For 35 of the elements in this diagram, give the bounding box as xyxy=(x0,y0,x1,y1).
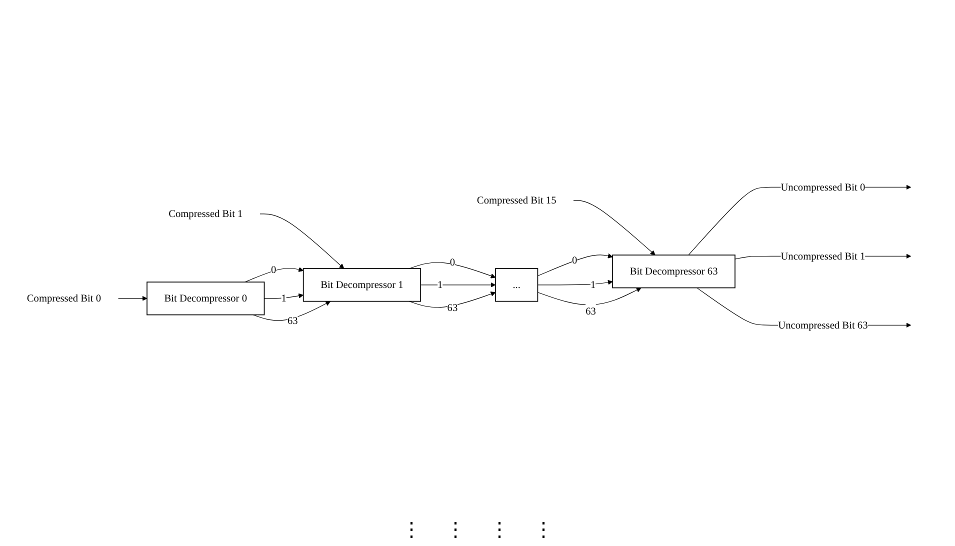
node-text: Compressed Bit 0 xyxy=(26,292,102,304)
arrow xyxy=(409,282,496,308)
node-box: Bit Decompressor 1 xyxy=(302,268,422,302)
edge-label: Uncompressed Bit 0 xyxy=(780,181,866,193)
edge-label: Uncompressed Bit 1 xyxy=(780,250,866,262)
node-text: Compressed Bit 15 xyxy=(476,194,556,206)
edge-label: 0 xyxy=(271,264,276,276)
node-text: Compressed Bit 1 xyxy=(168,208,243,220)
edge-label: 1 xyxy=(281,292,286,304)
arrow xyxy=(244,267,304,283)
arrow xyxy=(573,200,656,256)
arrow xyxy=(252,294,331,322)
arrow xyxy=(537,280,613,286)
arrow xyxy=(264,294,304,300)
arrow xyxy=(409,262,496,279)
edge-label: 1 xyxy=(590,279,596,291)
arrow xyxy=(118,296,148,302)
arrow xyxy=(537,254,613,276)
edge-label: 0 xyxy=(450,256,456,268)
ellipsis-label: ⋮ xyxy=(446,518,466,542)
node-box: Bit Decompressor 0 xyxy=(146,282,265,316)
edge-label: 63 xyxy=(287,315,298,327)
arrow xyxy=(260,214,344,270)
ellipsis-label: ⋮ xyxy=(490,518,510,542)
ellipsis-label: ⋮ xyxy=(402,518,422,542)
ellipsis-label: ⋮ xyxy=(534,518,554,542)
node-box: ... xyxy=(495,268,538,302)
arrow xyxy=(420,282,496,288)
edge-label: 1 xyxy=(438,279,443,291)
edge-label: Uncompressed Bit 63 xyxy=(778,319,868,331)
edge-label: 63 xyxy=(586,305,596,317)
edge-label: 63 xyxy=(447,302,458,314)
node-box: Bit Decompressor 63 xyxy=(612,254,736,289)
arrow xyxy=(537,280,642,306)
edge-label: 0 xyxy=(572,254,578,266)
